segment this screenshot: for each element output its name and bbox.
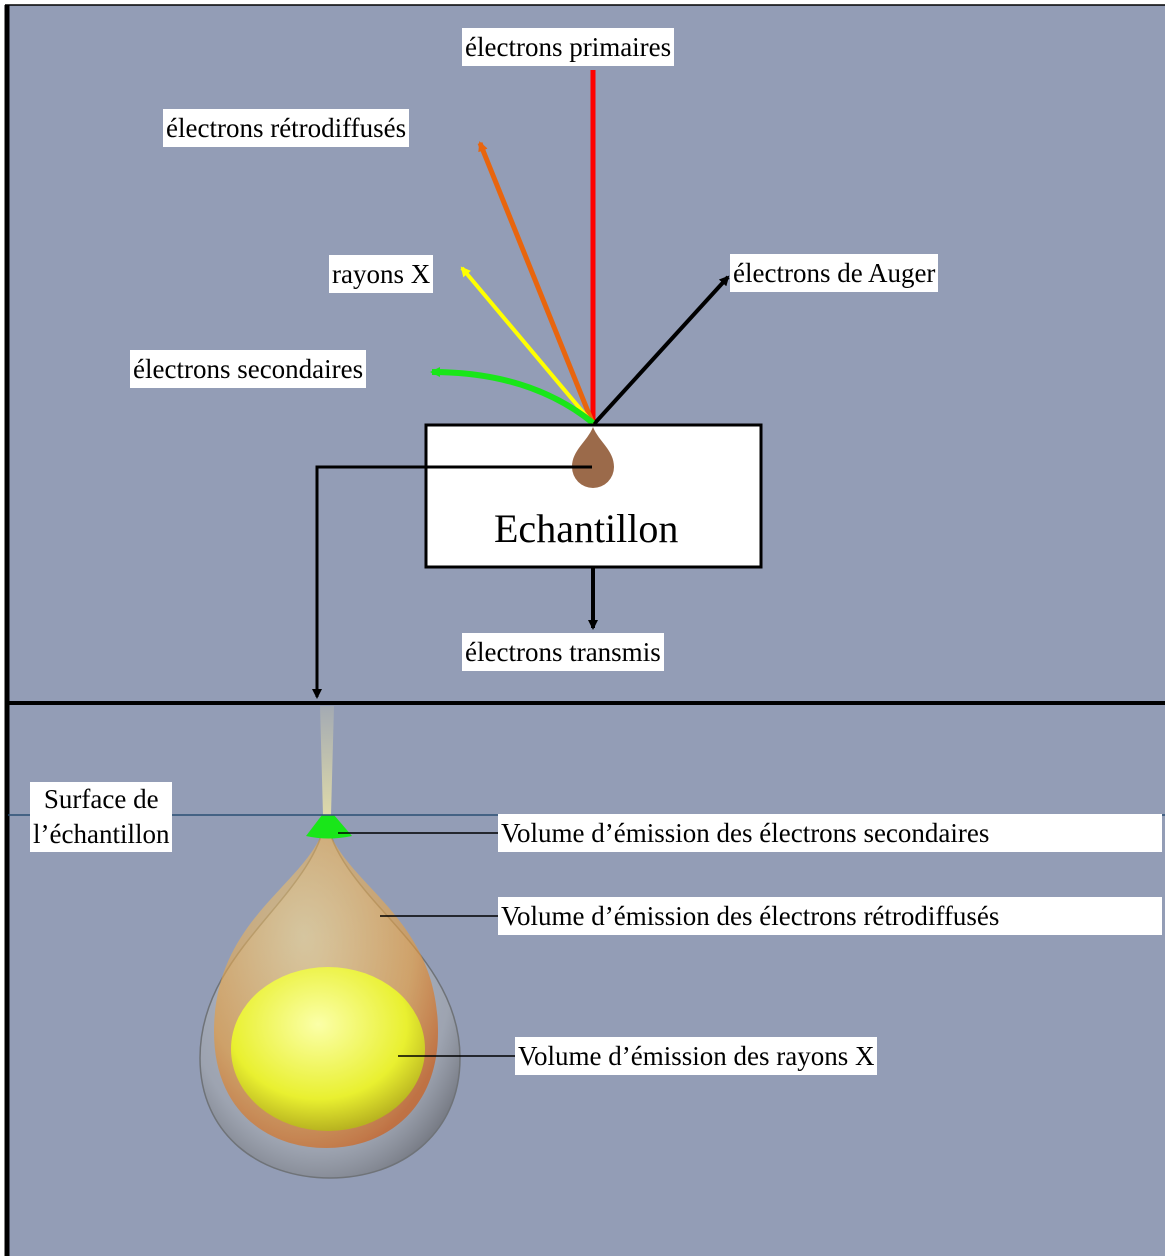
secondary-arrow xyxy=(430,367,595,426)
surface-label-line2: l’échantillon xyxy=(33,819,170,849)
xray-volume-label: Volume d’émission des rayons X xyxy=(515,1037,878,1075)
lower-panel xyxy=(8,703,1165,1256)
primary-electrons-label: électrons primaires xyxy=(462,28,675,66)
interaction-spot xyxy=(572,427,614,488)
xrays-label: rayons X xyxy=(329,255,434,293)
secondary-electrons-label: électrons secondaires xyxy=(130,350,367,388)
backscattered-electrons-label: électrons rétrodiffusés xyxy=(163,109,410,147)
xray-volume xyxy=(231,967,425,1131)
incident-beam xyxy=(320,706,334,815)
sample-label: Echantillon xyxy=(494,506,679,551)
auger-electrons-label: électrons de Auger xyxy=(730,254,939,292)
surface-label-line1: Surface de xyxy=(43,784,159,814)
xray-arrow xyxy=(460,266,595,426)
backscattered-arrow xyxy=(477,141,596,425)
backscattered-volume-label: Volume d’émission des électrons rétrodif… xyxy=(498,897,1162,935)
transmitted-electrons-label: électrons transmis xyxy=(462,633,664,671)
surface-label: Surface de l’échantillon xyxy=(30,782,173,852)
zoom-connector xyxy=(312,465,592,699)
secondary-volume-label: Volume d’émission des électrons secondai… xyxy=(498,814,1162,852)
auger-arrow xyxy=(592,275,730,426)
